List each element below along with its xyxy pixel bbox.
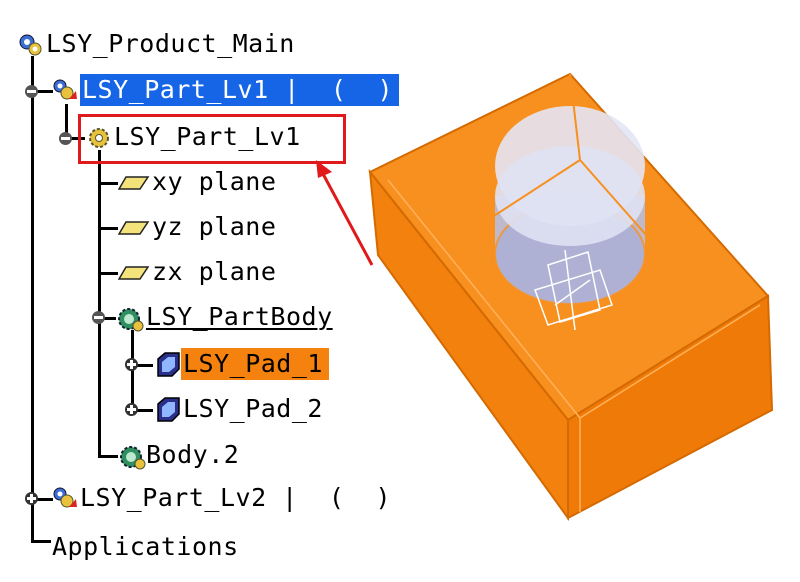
tree-node-partbody[interactable]: LSY_PartBody	[116, 300, 333, 334]
expand-toggle-pad2[interactable]	[125, 403, 138, 416]
tree-node-part-lv1-instance[interactable]: LSY_Part_Lv1 | ( )	[52, 73, 400, 107]
collapse-toggle-part-lv1[interactable]	[59, 132, 72, 145]
tree-line-lv1-children	[65, 104, 68, 140]
partbody-label: LSY_PartBody	[146, 302, 333, 331]
pad-icon	[153, 396, 180, 422]
axis-system-icon	[534, 249, 613, 331]
product-icon	[18, 31, 44, 57]
part-instance-icon	[52, 77, 78, 103]
tree-node-root[interactable]: LSY_Product_Main	[18, 27, 295, 61]
tree-line-body2	[98, 455, 118, 458]
tree-line-partbody	[98, 317, 116, 320]
xy-plane-label: xy plane	[152, 167, 277, 196]
pad-icon	[153, 351, 180, 377]
plane-icon	[117, 169, 150, 195]
tree-line-root	[31, 56, 34, 542]
pad2-label: LSY_Pad_2	[183, 394, 323, 423]
pad1-label: LSY_Pad_1	[181, 348, 329, 380]
plane-icon	[117, 214, 150, 240]
annotation-highlight-box	[78, 114, 346, 164]
tree-node-part-lv2-instance[interactable]: LSY_Part_Lv2 | ( )	[52, 481, 391, 515]
part-lv2-instance-label: LSY_Part_Lv2 | ( )	[80, 483, 392, 512]
tree-line-xy	[98, 182, 118, 185]
tree-line-part-lv1	[65, 137, 85, 140]
plane-icon	[117, 259, 150, 285]
part-body-icon	[116, 304, 144, 332]
annotation-arrow	[316, 160, 374, 266]
tree-node-xy-plane[interactable]: xy plane	[117, 165, 277, 199]
expand-toggle-pad1[interactable]	[125, 358, 138, 371]
tree-line-part-children	[98, 150, 101, 456]
part-lv1-label: LSY_Part_Lv1	[114, 122, 301, 151]
tree-line-yz	[98, 227, 118, 230]
tree-node-pad2[interactable]: LSY_Pad_2	[153, 392, 323, 426]
collapse-toggle-partbody[interactable]	[92, 311, 105, 324]
tree-node-yz-plane[interactable]: yz plane	[117, 210, 277, 244]
expand-toggle-lv2[interactable]	[25, 492, 38, 505]
tree-line-lv2	[31, 498, 53, 501]
part-gear-icon	[86, 124, 112, 150]
tree-line-pad2	[131, 409, 153, 412]
tree-node-body2[interactable]: Body.2	[118, 438, 239, 472]
root-label: LSY_Product_Main	[46, 29, 295, 58]
tree-node-pad1[interactable]: LSY_Pad_1	[153, 347, 329, 381]
cylinder-model	[479, 73, 656, 305]
tree-line-zx	[98, 272, 118, 275]
zx-plane-label: zx plane	[152, 257, 277, 286]
tree-line-lv1	[31, 90, 53, 93]
applications-label: Applications	[52, 532, 239, 561]
collapse-toggle-lv1[interactable]	[25, 85, 38, 98]
body2-label: Body.2	[146, 440, 240, 469]
tree-node-zx-plane[interactable]: zx plane	[117, 255, 277, 289]
tree-node-part-lv1[interactable]: LSY_Part_Lv1	[86, 120, 301, 154]
yz-plane-label: yz plane	[152, 212, 277, 241]
part-instance-icon	[52, 485, 78, 511]
tree-line-applications	[31, 540, 51, 543]
body-icon	[118, 442, 146, 470]
tree-node-applications[interactable]: Applications	[52, 530, 239, 564]
tree-line-pad1	[131, 364, 153, 367]
part-lv1-instance-label: LSY_Part_Lv1 | ( )	[80, 74, 400, 106]
